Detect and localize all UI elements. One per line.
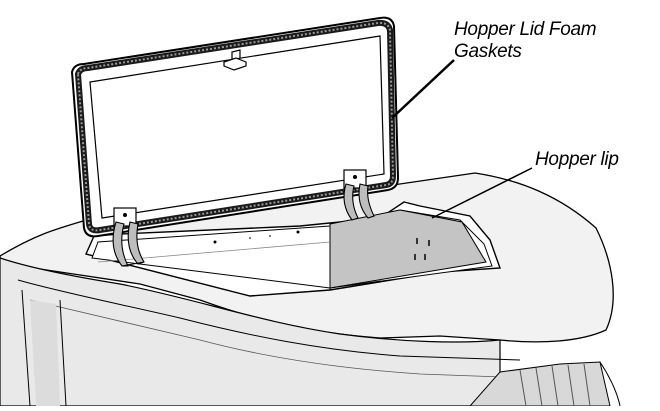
hopper-wall-holes — [414, 238, 430, 260]
lid-latch — [223, 49, 247, 71]
hopper-wall-dots — [213, 230, 300, 244]
front-grille — [468, 361, 621, 407]
hinge-left — [112, 207, 145, 267]
gaskets-callout: Hopper Lid Foam Gaskets — [454, 19, 597, 63]
hopper-lip-leader-line — [431, 167, 533, 219]
lid-inner-panel — [89, 35, 385, 219]
gaskets-leader-line — [391, 59, 455, 119]
lid-gasket-light — [76, 21, 395, 232]
hinge-right — [343, 169, 375, 221]
stove-side-pillar — [21, 289, 67, 407]
stove-side-pillar-shade — [30, 300, 60, 406]
stove-front-edge-inner — [29, 299, 531, 379]
stove-front-edge — [17, 279, 521, 361]
gaskets-label-line1: Hopper Lid Foam — [454, 19, 597, 40]
gaskets-label-line2: Gaskets — [454, 41, 522, 62]
hopper-lip-label: Hopper lip — [535, 149, 619, 170]
stove-front-panel — [0, 257, 501, 407]
hopper-lid — [70, 16, 400, 238]
